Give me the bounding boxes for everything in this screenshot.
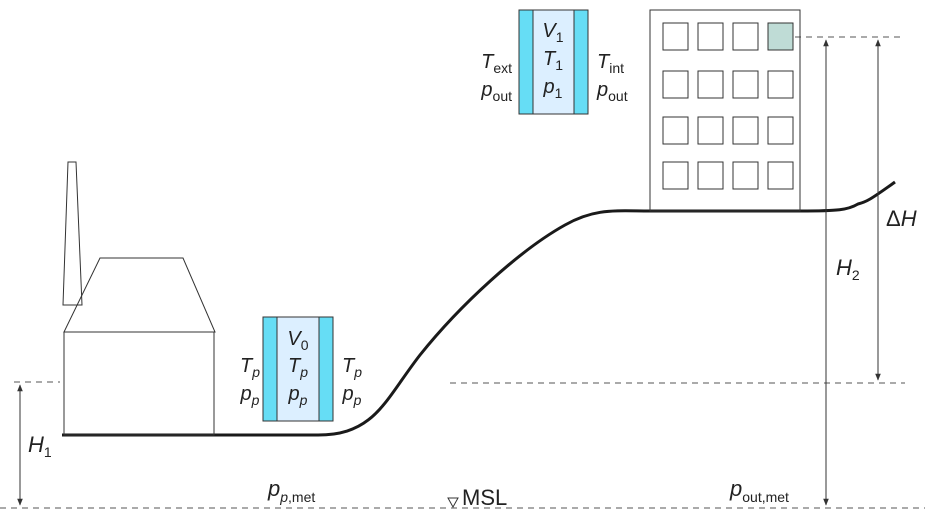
vessel-high-volume-label: V1 (542, 20, 563, 45)
vessel-low: V0 Tp pp Tp pp Tp pp (240, 316, 362, 422)
vessel-high-pressure-label: p1 (543, 76, 563, 101)
building-window (732, 70, 759, 99)
vessel-high-left-insulation (518, 9, 534, 115)
building-window (732, 22, 759, 51)
factory-wall (63, 331, 215, 436)
vessel-low-air-cell (276, 316, 320, 422)
building-window (767, 161, 794, 190)
building-window (732, 116, 759, 145)
vessel-high-right-insulation (573, 9, 589, 115)
building-window (732, 161, 759, 190)
msl-label: MSL (462, 485, 507, 510)
vessel-low-right-pressure-label: pp (342, 383, 362, 408)
vessel-high-left-pressure-label: pout (480, 79, 512, 104)
vessel-high: V1 T1 p1 Text pout Tint pout (480, 9, 628, 115)
factory-roof (63, 257, 216, 333)
building-window (697, 22, 724, 51)
building-window (662, 70, 689, 99)
vessel-high-left-temp-label: Text (481, 51, 512, 76)
factory (62, 161, 216, 436)
vessel-high-temp-label: T1 (543, 48, 563, 73)
vessel-low-pressure-label: pp (288, 383, 308, 408)
factory-chimney (62, 161, 83, 306)
vessel-low-left-temp-label: Tp (240, 355, 260, 380)
delta-h-label: ΔH (886, 206, 917, 231)
vessel-high-air-cell (532, 9, 575, 115)
building-window (662, 116, 689, 145)
building (649, 9, 801, 212)
building-window (767, 116, 794, 145)
building-window (662, 161, 689, 190)
h1-label: H1 (28, 432, 52, 460)
building-window (697, 116, 724, 145)
vessel-high-right-temp-label: Tint (597, 51, 624, 76)
vessel-low-left-insulation (262, 316, 278, 422)
vessel-low-volume-label: V0 (287, 328, 308, 353)
building-window (697, 161, 724, 190)
vessel-low-right-insulation (318, 316, 334, 422)
building-window (767, 70, 794, 99)
p-out-met-label: pout,met (729, 476, 789, 505)
vessel-low-left-pressure-label: pp (240, 383, 260, 408)
building-window (767, 22, 794, 51)
vessel-low-right-temp-label: Tp (342, 355, 362, 380)
p-p-met-label: pp,met (267, 476, 315, 505)
vessel-low-temp-label: Tp (288, 355, 308, 380)
building-window (697, 70, 724, 99)
building-wall (649, 9, 801, 212)
building-window (662, 22, 689, 51)
h2-label: H2 (836, 255, 860, 283)
vessel-high-right-pressure-label: pout (596, 79, 628, 104)
ground-profile (62, 180, 896, 437)
sea-level-triangle-icon (447, 497, 459, 509)
